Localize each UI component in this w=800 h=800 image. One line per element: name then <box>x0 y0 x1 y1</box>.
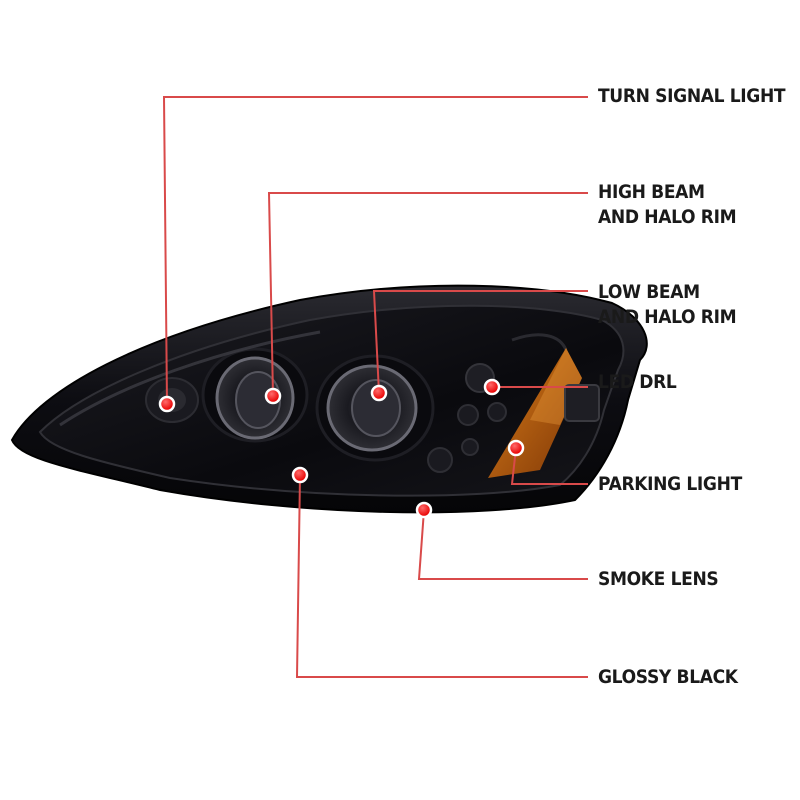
marker-high-beam <box>264 387 282 405</box>
leader-lines <box>162 96 588 678</box>
leader-turn-signal <box>162 96 588 405</box>
leader-low-beam <box>372 290 588 394</box>
label-smoke-lens: SMOKE LENS <box>598 568 719 590</box>
label-turn-signal-light: TURN SIGNAL LIGHT <box>598 85 786 107</box>
leader-high-beam <box>267 192 588 397</box>
label-led-drl: LED DRL <box>598 371 677 393</box>
marker-smoke-lens <box>415 501 433 519</box>
leader-parking-light <box>510 447 588 485</box>
label-high-beam-halo-rim: HIGH BEAM AND HALO RIM <box>598 181 737 228</box>
label-parking-light: PARKING LIGHT <box>598 473 742 495</box>
label-glossy-black: GLOSSY BLACK <box>598 666 738 688</box>
marker-glossy-black <box>291 466 309 484</box>
marker-parking-light <box>507 439 525 457</box>
leader-smoke-lens <box>417 509 588 580</box>
marker-led-drl <box>483 378 501 396</box>
label-low-beam-halo-rim: LOW BEAM AND HALO RIM <box>598 281 737 328</box>
marker-dots <box>158 378 525 519</box>
marker-low-beam <box>370 384 388 402</box>
marker-turn-signal <box>158 395 176 413</box>
leader-glossy-black <box>295 474 588 678</box>
